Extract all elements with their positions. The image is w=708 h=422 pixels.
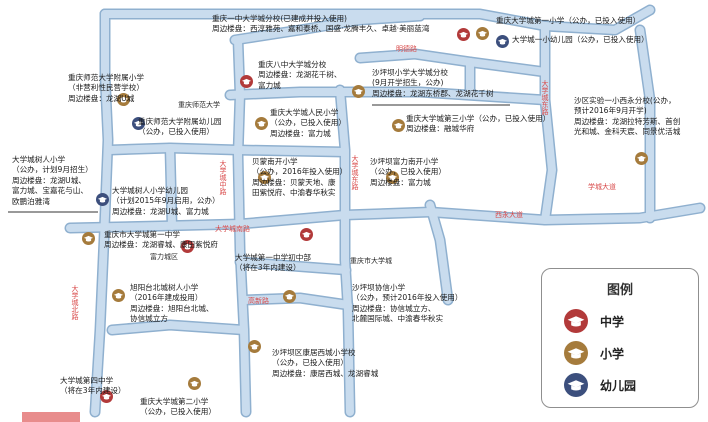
- school-label-kangju-primary: 沙坪坝区康居西城小学校（公办，已投入使用）周边楼盘：康居西城、龙湖睿城: [272, 348, 379, 378]
- primary-school-icon: [82, 232, 95, 245]
- primary-school-icon: [258, 171, 271, 184]
- middle-school-icon: [457, 28, 470, 41]
- kindergarten-icon: [96, 193, 109, 206]
- kindergarten-icon: [496, 35, 509, 48]
- middle-school-icon: [181, 240, 194, 253]
- map-legend: 图例 中学 小学 幼儿园: [541, 268, 699, 408]
- road-name-east-2: 大学城东路: [541, 80, 549, 115]
- school-label-university-no3-primary: 重庆大学城第三小学（公办，已投入使用）周边楼盘：融城华府: [406, 114, 551, 134]
- school-label-no8-middle: 重庆八中大学城分校周边楼盘：龙湖花千树、富力城: [258, 60, 342, 90]
- legend-label-middle-school: 中学: [600, 315, 625, 329]
- primary-school-icon: [564, 341, 588, 365]
- school-label-xuyang-shuren-primary: 旭阳台北城树人小学（2016年建成投用）周边楼盘：旭阳台北城、协信城立方: [130, 283, 214, 324]
- primary-school-icon: [117, 93, 130, 106]
- primary-school-icon: [635, 152, 648, 165]
- legend-label-primary-school: 小学: [600, 347, 625, 361]
- school-label-university-no4-middle: 大学城第四中学（将在3年内建设）: [60, 376, 126, 396]
- area-name-university-town: 重庆市大学城: [350, 257, 392, 265]
- middle-school-icon: [240, 75, 253, 88]
- middle-school-icon: [564, 309, 588, 333]
- primary-school-icon: [476, 27, 489, 40]
- road-name-gaoxin: 高新路: [248, 297, 269, 305]
- primary-school-icon: [112, 289, 125, 302]
- primary-school-icon: [188, 377, 201, 390]
- area-name-normal-university: 重庆师范大学: [178, 101, 220, 109]
- primary-school-icon: [283, 290, 296, 303]
- road-name-middle: 大学城中路: [219, 160, 227, 195]
- school-label-no1-primary-kindergarten: 大学城一小幼儿园（公办，已投入使用）: [512, 35, 649, 44]
- road-name-xiyong-avenue: 西永大道: [495, 211, 523, 219]
- school-label-no1-middle-junior: 大学城第一中学初中部（将在3年内建设）: [235, 253, 311, 273]
- primary-school-icon: [248, 340, 261, 353]
- road-name-south: 大学城南路: [215, 225, 250, 233]
- area-name-fuli: 富力城区: [150, 253, 178, 261]
- primary-school-icon: [386, 171, 399, 184]
- school-label-fuli-nankai-primary: 沙坪坝富力南开小学（公办，已投入使用）周边楼盘：富力城: [370, 157, 446, 187]
- school-label-normal-university-kindergarten: 重庆师范大学附属幼儿园（公办，已投入使用）: [138, 117, 222, 137]
- legend-title: 图例: [606, 283, 633, 298]
- road-name-xuecheng-avenue: 学城大道: [588, 183, 616, 191]
- school-label-university-no1-middle: 重庆市大学城第一中学周边楼盘：龙湖睿城、康田紫悦府: [104, 230, 218, 250]
- school-label-normal-university-primary: 重庆师范大学附属小学（非营利性民营学校）周边楼盘：龙湖U城: [68, 73, 144, 103]
- primary-school-icon: [255, 117, 268, 130]
- school-label-chongqing-no1-middle: 重庆一中大学城分校(已建成并投入使用)周边楼盘：西淳雅苑、嘉和泰桥、国盛·龙腾丰…: [212, 14, 430, 34]
- primary-school-icon: [392, 119, 405, 132]
- school-label-shuren-primary: 大学城树人小学（公办，计划9月招生）周边楼盘：龙湖U城、富力城、宝嘉花与山、欧鹏…: [12, 155, 93, 206]
- school-label-beimeng-nankai-primary: 贝蒙南开小学（公办，2016年投入使用）周边楼盘：贝蒙天地、康田紫悦府、中渝春华…: [252, 157, 348, 198]
- legend-label-kindergarten: 幼儿园: [600, 379, 637, 393]
- kindergarten-icon: [132, 117, 145, 130]
- school-label-university-no2-primary: 重庆大学城第二小学（公办，已投入使用）: [140, 397, 216, 417]
- school-label-university-no1-primary: 重庆大学城第一小学（公办，已投入使用）: [496, 16, 641, 25]
- road-name-east: 大学城东路: [351, 155, 359, 190]
- road-name-mingde: 明德路: [396, 45, 417, 53]
- road-name-north: 大学城北路: [71, 285, 79, 320]
- kindergarten-icon: [564, 373, 588, 397]
- middle-school-icon: [100, 390, 113, 403]
- school-label-experimental-primary: 沙区实验一小西永分校(公办，预计2016年9月开学)周边楼盘：龙湖拉特芳斯、首创…: [574, 96, 681, 137]
- middle-school-icon: [300, 228, 313, 241]
- school-label-shapingba-primary: 沙坪坝小学大学城分校(9月开学招生，公办)周边楼盘：龙湖东桥郡、龙湖花千树: [372, 68, 494, 98]
- school-label-xiexin-primary: 沙坪坝协信小学（公办，预计2016年投入使用）周边楼盘：协信城立方、北麓国际城、…: [352, 283, 463, 324]
- school-label-people-primary: 重庆大学城人民小学（公办，已投入使用）周边楼盘：富力城: [270, 108, 346, 138]
- school-label-shuren-kindergarten: 大学城树人小学幼儿园（计划2015年9月启用，公办）周边楼盘：龙湖U城、富力城: [112, 186, 220, 216]
- primary-school-icon: [352, 85, 365, 98]
- corner-tag: [22, 412, 80, 422]
